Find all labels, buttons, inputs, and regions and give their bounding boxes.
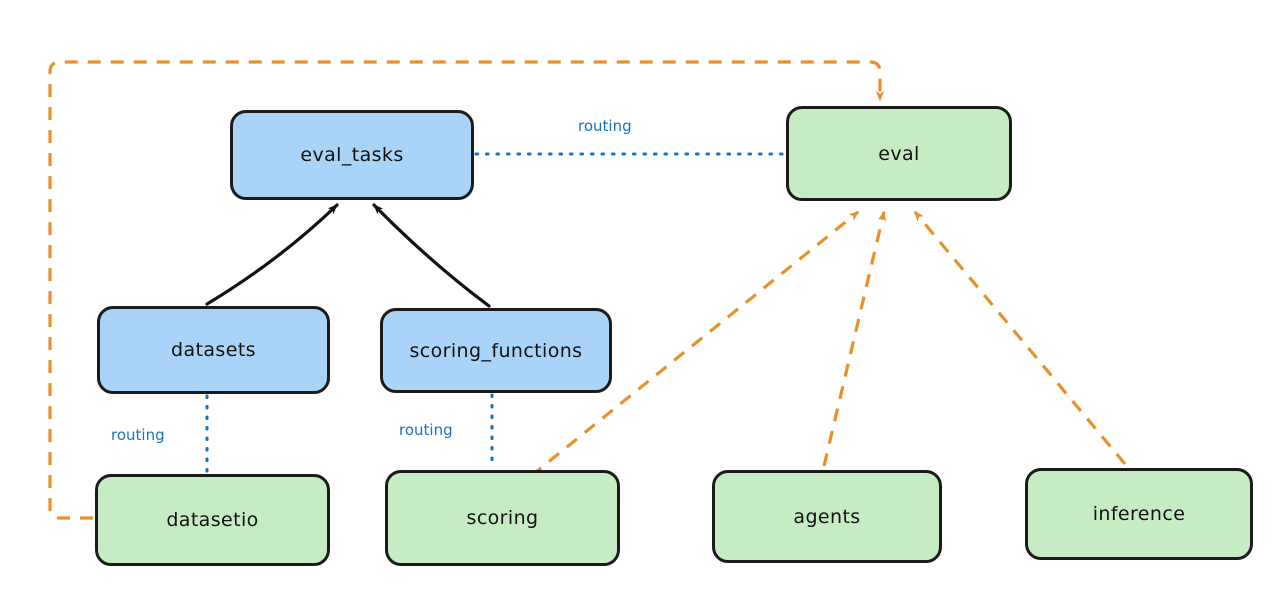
node-scoring-functions[interactable]: scoring_functions (380, 308, 612, 393)
edge-scoring-functions-to-eval-tasks (372, 203, 491, 308)
edge-datasets-to-eval-tasks (205, 203, 339, 306)
node-label-scoring-functions: scoring_functions (409, 339, 583, 362)
node-label-datasets: datasets (171, 339, 256, 361)
edge-label-routing-eval-tasks-eval: routing (578, 117, 632, 135)
node-agents[interactable]: agents (712, 470, 942, 563)
node-scoring[interactable]: scoring (385, 470, 620, 566)
edge-scoring-to-eval (529, 210, 860, 478)
node-label-eval: eval (878, 142, 920, 165)
node-label-datasetio: datasetio (166, 509, 259, 531)
node-eval[interactable]: eval (786, 106, 1012, 201)
node-label-eval-tasks: eval_tasks (300, 144, 404, 166)
node-datasets[interactable]: datasets (97, 306, 330, 394)
node-label-inference: inference (1092, 503, 1186, 525)
node-label-scoring: scoring (466, 507, 539, 529)
edge-label-routing-scoring-functions-scoring: routing (399, 421, 453, 439)
node-eval-tasks[interactable]: eval_tasks (230, 110, 474, 200)
edge-datasetio-to-eval (48, 60, 885, 520)
node-datasetio[interactable]: datasetio (95, 474, 330, 566)
edge-agents-to-eval (822, 210, 887, 467)
edge-inference-to-eval (913, 210, 1127, 466)
node-inference[interactable]: inference (1025, 468, 1253, 560)
node-label-agents: agents (793, 505, 861, 528)
edge-label-routing-datasets-datasetio: routing (111, 426, 165, 444)
